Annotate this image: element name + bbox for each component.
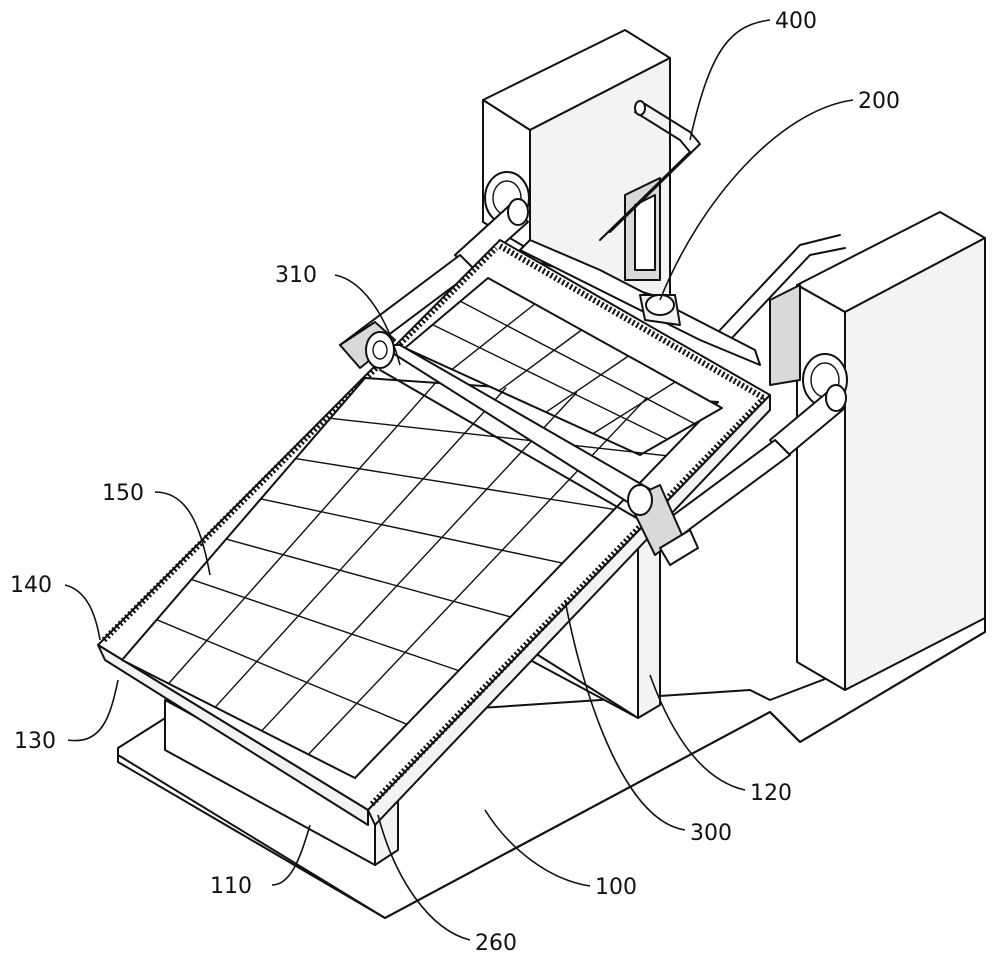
grid-line — [432, 324, 668, 440]
drive-unit-right — [627, 484, 699, 566]
grid-line — [260, 498, 563, 564]
label-130: 130 — [14, 729, 56, 754]
grid-line — [498, 329, 583, 392]
label-400: 400 — [775, 9, 817, 34]
grid-line — [330, 417, 667, 457]
label-150: 150 — [102, 481, 144, 506]
label-260: 260 — [475, 931, 517, 956]
grid-line — [295, 457, 615, 511]
grid-line — [592, 381, 676, 435]
solar-cell-grid — [156, 300, 696, 755]
grid-line — [225, 538, 511, 618]
grid-line — [214, 387, 507, 708]
grid-line — [261, 391, 578, 732]
drive-unit-left — [339, 321, 396, 369]
grid-line — [451, 303, 536, 370]
label-300: 300 — [690, 821, 732, 846]
reference-labels: 400 200 310 150 140 130 120 300 110 100 … — [10, 9, 900, 956]
rack-gears — [101, 243, 767, 807]
pipe-400 — [599, 100, 846, 341]
grid-line — [191, 578, 459, 672]
label-120: 120 — [750, 781, 792, 806]
grid-line — [545, 355, 629, 413]
grid-line — [168, 382, 437, 685]
grid-line — [459, 300, 696, 425]
label-140: 140 — [10, 573, 52, 598]
grid-line — [156, 619, 408, 725]
leader-lines — [64, 19, 854, 941]
label-100: 100 — [595, 875, 637, 900]
label-200: 200 — [858, 89, 900, 114]
label-310: 310 — [275, 263, 317, 288]
cross-beam — [519, 239, 761, 366]
right-tower — [769, 211, 986, 691]
label-110: 110 — [210, 874, 252, 899]
right-axle — [659, 384, 847, 541]
